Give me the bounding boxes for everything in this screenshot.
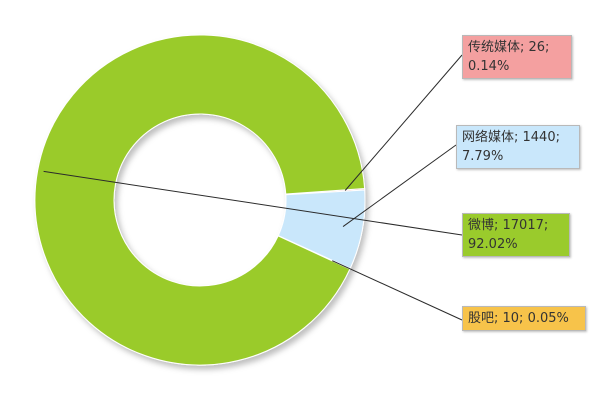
label-percent: 92.02% <box>468 237 518 252</box>
label-text: 传统媒体; 26; <box>468 40 550 55</box>
data-label-stock-forum: 股吧; 10; 0.05% <box>462 306 586 331</box>
leader-line <box>344 54 463 191</box>
label-percent: 0.14% <box>468 59 510 74</box>
data-label-weibo: 微博; 17017; 92.02% <box>462 213 570 257</box>
leader-line <box>332 260 463 321</box>
leader-line <box>43 170 463 236</box>
data-label-online-media: 网络媒体; 1440; 7.79% <box>456 125 580 169</box>
label-text: 股吧; 10; 0.05% <box>468 311 569 326</box>
slice-weibo <box>34 34 366 366</box>
leader-line <box>342 144 457 227</box>
label-text: 微博; 17017; <box>468 218 549 233</box>
data-label-traditional-media: 传统媒体; 26; 0.14% <box>462 35 572 79</box>
label-text: 网络媒体; 1440; <box>462 130 560 145</box>
label-percent: 7.79% <box>462 149 504 164</box>
